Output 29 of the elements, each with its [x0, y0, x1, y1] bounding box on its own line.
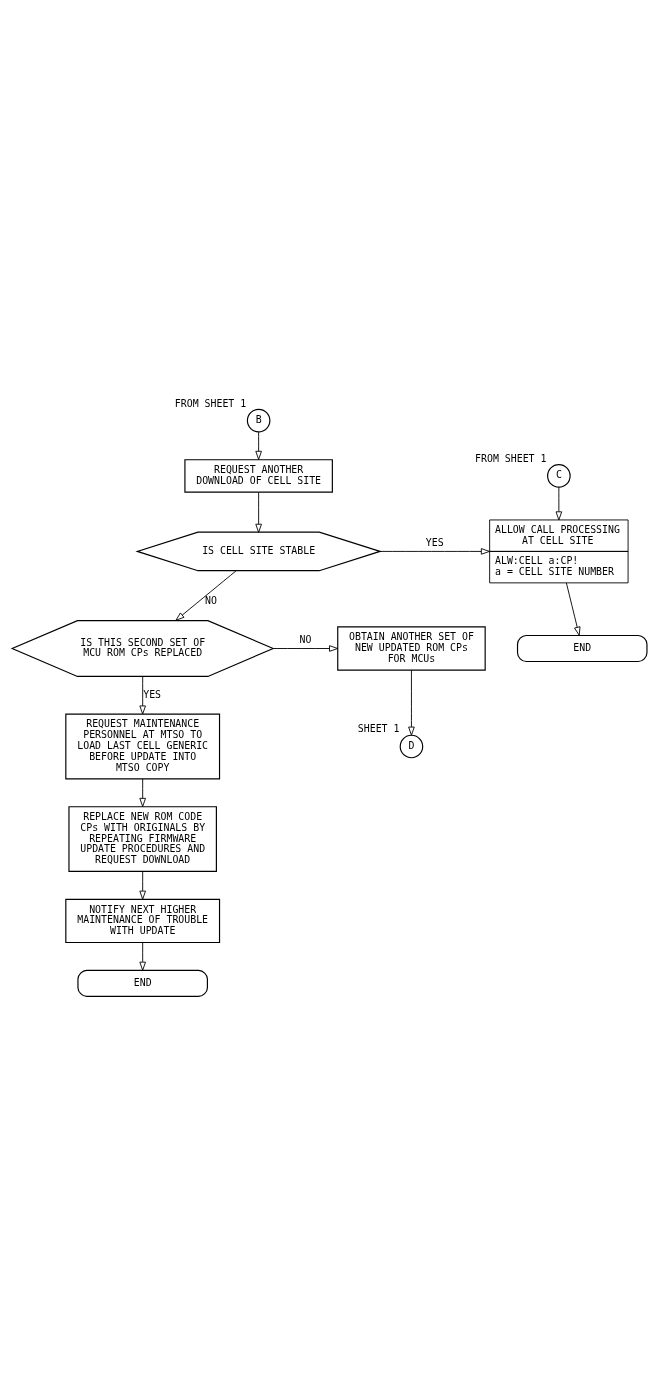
- node-box: END: [516, 634, 648, 662]
- arrow: [139, 941, 146, 971]
- node-circle: B: [246, 408, 271, 432]
- arrow: [408, 669, 415, 736]
- node-box: NOTIFY NEXT HIGHER MAINTENANCE OF TROUBLE WITH UPDATE: [65, 898, 221, 943]
- edge-label: NO: [205, 594, 217, 606]
- edge-label: YES: [425, 536, 444, 548]
- node-box: OBTAIN ANOTHER SET OF NEW UPDATED ROM CPs FOR MCUs: [337, 625, 486, 671]
- node-label: FROM SHEET 1: [174, 397, 247, 409]
- arrow: [565, 582, 581, 636]
- edge-label: YES: [143, 688, 162, 700]
- node-label: SHEET 1: [357, 722, 400, 734]
- arrow: [139, 870, 146, 900]
- node-box: END: [77, 969, 208, 997]
- arrow: [139, 675, 146, 714]
- edge-label: NO: [299, 633, 312, 645]
- arrow: [273, 644, 339, 652]
- node-circle: D: [399, 734, 424, 758]
- arrow: [139, 777, 146, 807]
- arrow: [379, 547, 490, 555]
- node-box: REQUEST MAINTENANCE PERSONNEL AT MTSO TO LOAD LAST CELL GENERIC BEFORE UPDATE INTO MTSO COPY: [65, 713, 221, 779]
- node-circle: C: [547, 463, 571, 488]
- arrow: [255, 431, 262, 460]
- node-box: REQUEST ANOTHER DOWNLOAD OF CELL SITE: [184, 458, 333, 493]
- node-box: REPLACE NEW ROM CODE CPs WITH ORIGINALS BY REPEATING FIRMWARE UPDATE PROCEDURES AND REQUEST DOWNLOAD: [68, 805, 217, 872]
- arrow: [175, 569, 237, 621]
- arrow: [555, 486, 563, 520]
- arrow: [255, 491, 262, 533]
- node-label: FROM SHEET 1: [475, 452, 547, 464]
